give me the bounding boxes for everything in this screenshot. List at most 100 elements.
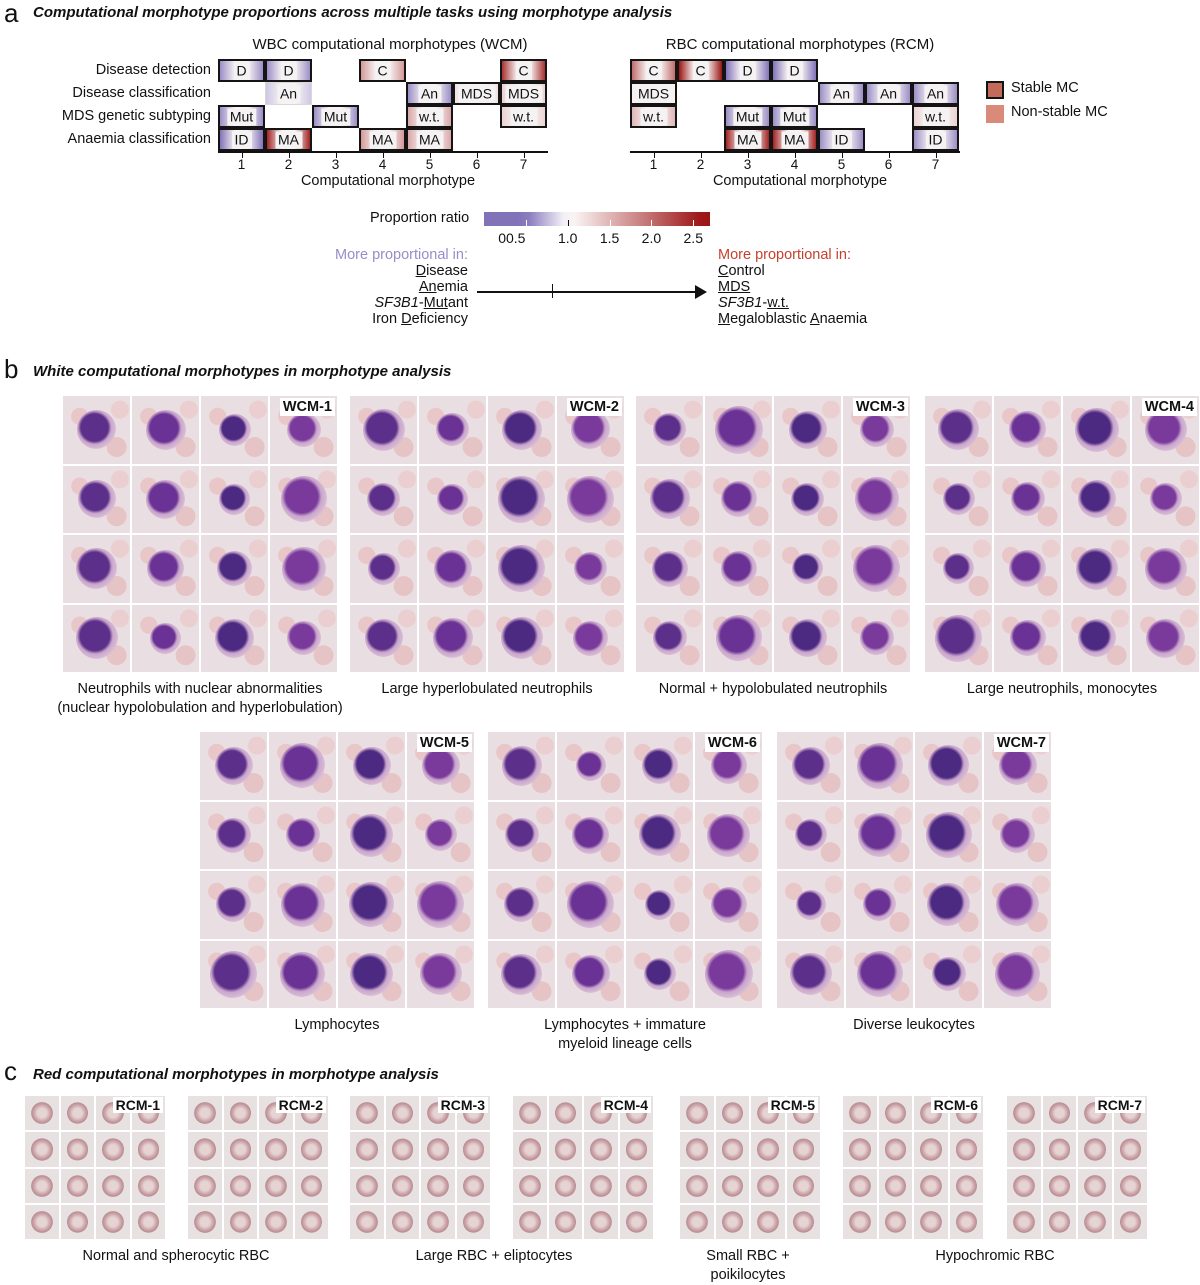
cell-image-tile: [636, 396, 703, 464]
rbc-image-tile: [188, 1132, 222, 1167]
cell-image-tile: [338, 801, 405, 869]
leukocyte-image: [1075, 547, 1118, 590]
leukocyte-image: [504, 887, 539, 923]
cell-label: Mut: [732, 108, 763, 125]
rcm-image-grid: RCM-2: [188, 1096, 328, 1239]
leukocyte-image: [567, 475, 614, 523]
leukocyte-image: [574, 552, 607, 586]
rbc-image-tile: [1113, 1204, 1147, 1239]
wbc-tick-mark: [382, 152, 384, 158]
wcm-image-grid: WCM-5: [200, 732, 474, 1008]
rbc-image-tile: [385, 1096, 419, 1131]
cell-image-tile: [636, 535, 703, 603]
leukocyte-image: [857, 813, 902, 858]
wbc-tick-label: 6: [472, 157, 481, 172]
leukocyte-image: [352, 746, 391, 785]
rbc-tick-label: 3: [743, 157, 752, 172]
rbc-image-tile: [1042, 1132, 1076, 1167]
erythrocyte-image: [920, 1174, 942, 1197]
cell-image-tile: [843, 465, 910, 533]
rbc-image-tile: [294, 1132, 328, 1167]
rbc-image-tile: [96, 1132, 130, 1167]
cell-image-tile: [915, 940, 982, 1008]
wbc-tick-label: 4: [378, 157, 387, 172]
erythrocyte-image: [66, 1210, 88, 1233]
rbc-image-tile: [751, 1204, 785, 1239]
wbc-cell-r2-c3: Mut: [312, 105, 359, 128]
cell-image-tile: [201, 396, 268, 464]
cell-image-tile: [695, 801, 762, 869]
leukocyte-image: [854, 477, 899, 522]
leukocyte-image: [652, 621, 687, 656]
rbc-image-tile: [548, 1168, 582, 1203]
erythrocyte-image: [1119, 1138, 1141, 1161]
rcm-caption: Small RBC +: [706, 1248, 790, 1264]
more-left-heading: More proportional in:: [335, 247, 468, 263]
wcm-tag: WCM-2: [566, 398, 622, 416]
cell-label: w.t.: [639, 108, 668, 125]
cell-image-tile: [132, 396, 199, 464]
cell-label: C: [374, 62, 391, 79]
wcm-caption: (nuclear hypolobulation and hyperlobulat…: [57, 700, 343, 716]
leukocyte-image: [571, 410, 610, 450]
leukocyte-image: [714, 405, 763, 454]
rbc-image-tile: [878, 1204, 912, 1239]
wcm-image-grid: WCM-3: [636, 396, 910, 672]
group-list-item: SF3B1-Mutant: [374, 295, 468, 311]
rbc-cell-r0-c4: D: [771, 59, 818, 82]
wbc-cell-r1-c6: MDS: [453, 82, 500, 105]
group-list-item: Control: [718, 263, 765, 279]
erythrocyte-image: [625, 1138, 647, 1161]
legend-stable-label: Stable MC: [1011, 80, 1079, 96]
leukocyte-image: [794, 819, 827, 852]
leukocyte-image: [856, 951, 903, 998]
panel-c-title: Red computational morphotypes in morphot…: [33, 1066, 439, 1083]
rbc-image-tile: [584, 1204, 618, 1239]
cell-image-tile: [984, 940, 1051, 1008]
erythrocyte-image: [686, 1210, 708, 1233]
rbc-image-tile: [259, 1132, 293, 1167]
wbc-cell-r2-c1: Mut: [218, 105, 265, 128]
cell-image-tile: [350, 396, 417, 464]
erythrocyte-image: [462, 1174, 484, 1197]
leukocyte-image: [498, 545, 545, 593]
cell-image-tile: [201, 604, 268, 672]
wbc-cell-r0-c4: C: [359, 59, 406, 82]
wcm-caption: Diverse leukocytes: [853, 1017, 975, 1033]
wcm-tag: WCM-3: [852, 398, 908, 416]
cell-image-tile: [695, 871, 762, 939]
colorbar-tick-label: 2.5: [683, 230, 703, 246]
leukocyte-image: [789, 953, 832, 996]
erythrocyte-image: [194, 1102, 216, 1125]
rbc-image-tile: [680, 1132, 714, 1167]
cell-image-tile: [626, 871, 693, 939]
leukocyte-image: [210, 950, 257, 998]
erythrocyte-image: [519, 1138, 541, 1161]
erythrocyte-image: [849, 1174, 871, 1197]
wbc-cell-r0-c1: D: [218, 59, 265, 82]
rcm-image-grid: RCM-6: [843, 1096, 983, 1239]
wcm-image-grid: WCM-2: [350, 396, 624, 672]
rbc-cell-r3-c3: MA: [724, 128, 771, 151]
rbc-image-tile: [1113, 1132, 1147, 1167]
cell-label: D: [786, 62, 803, 79]
cell-label: MDS: [504, 85, 543, 102]
leukocyte-image: [791, 746, 830, 785]
rcm-tag: RCM-7: [1094, 1097, 1145, 1113]
rbc-axis-title: Computational morphotype: [712, 173, 888, 189]
cell-label: D: [739, 62, 756, 79]
erythrocyte-image: [519, 1174, 541, 1197]
cell-label: C: [515, 62, 532, 79]
rcm-tag: RCM-4: [600, 1097, 651, 1113]
cell-image-tile: [626, 801, 693, 869]
leukocyte-image: [856, 742, 903, 789]
cell-image-tile: [915, 871, 982, 939]
rbc-image-tile: [456, 1132, 490, 1167]
rbc-tick-label: 2: [696, 157, 705, 172]
rbc-image-tile: [25, 1204, 59, 1239]
rbc-image-tile: [1078, 1204, 1112, 1239]
leukocyte-image: [1077, 619, 1116, 658]
leukocyte-image: [77, 410, 116, 450]
wcm-caption: Large hyperlobulated neutrophils: [381, 681, 593, 697]
group-list-item: Megaloblastic Anaemia: [718, 311, 868, 327]
